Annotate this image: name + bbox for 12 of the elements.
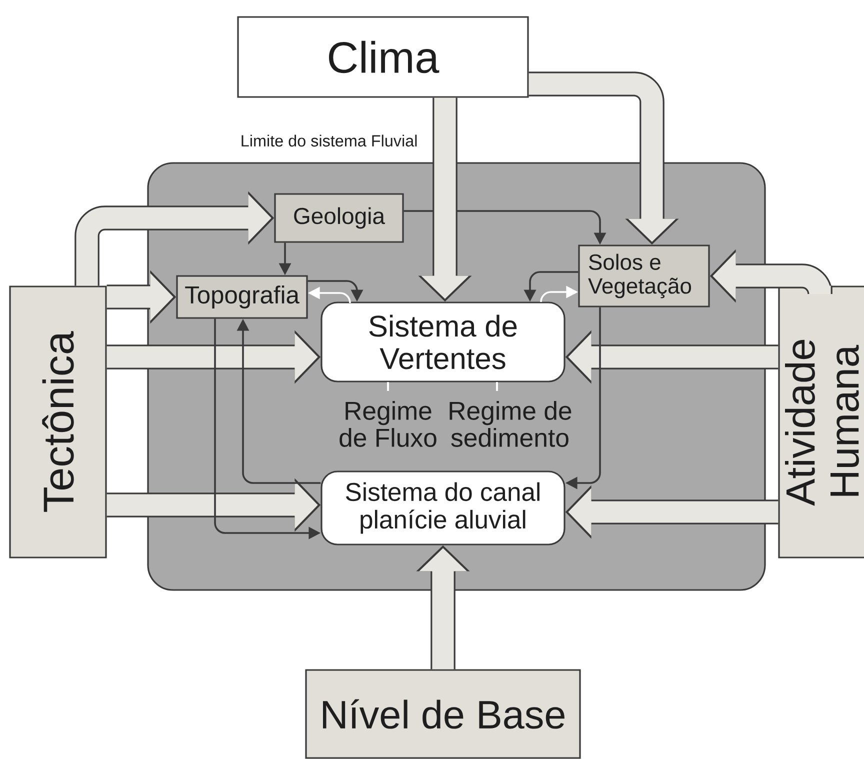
system-box: Sistema de Vertentes xyxy=(320,302,566,382)
climate-box: Clima xyxy=(237,16,529,98)
factor-box: Tectônica xyxy=(9,286,107,558)
system-box: Sistema do canal planície aluvial xyxy=(320,470,566,546)
process-box: Solos e Vegetação xyxy=(578,244,710,308)
boundary-label: Limite do sistema Fluvial xyxy=(242,134,417,147)
factor-box: Atividade Humana xyxy=(778,286,864,558)
region-label: Regime de sedimento xyxy=(450,401,572,447)
process-box: Topografia xyxy=(176,275,308,319)
factor-box: Nível de Base xyxy=(305,669,581,759)
process-box: Geologia xyxy=(274,193,404,243)
region-label: Regime de Fluxo xyxy=(340,401,436,447)
